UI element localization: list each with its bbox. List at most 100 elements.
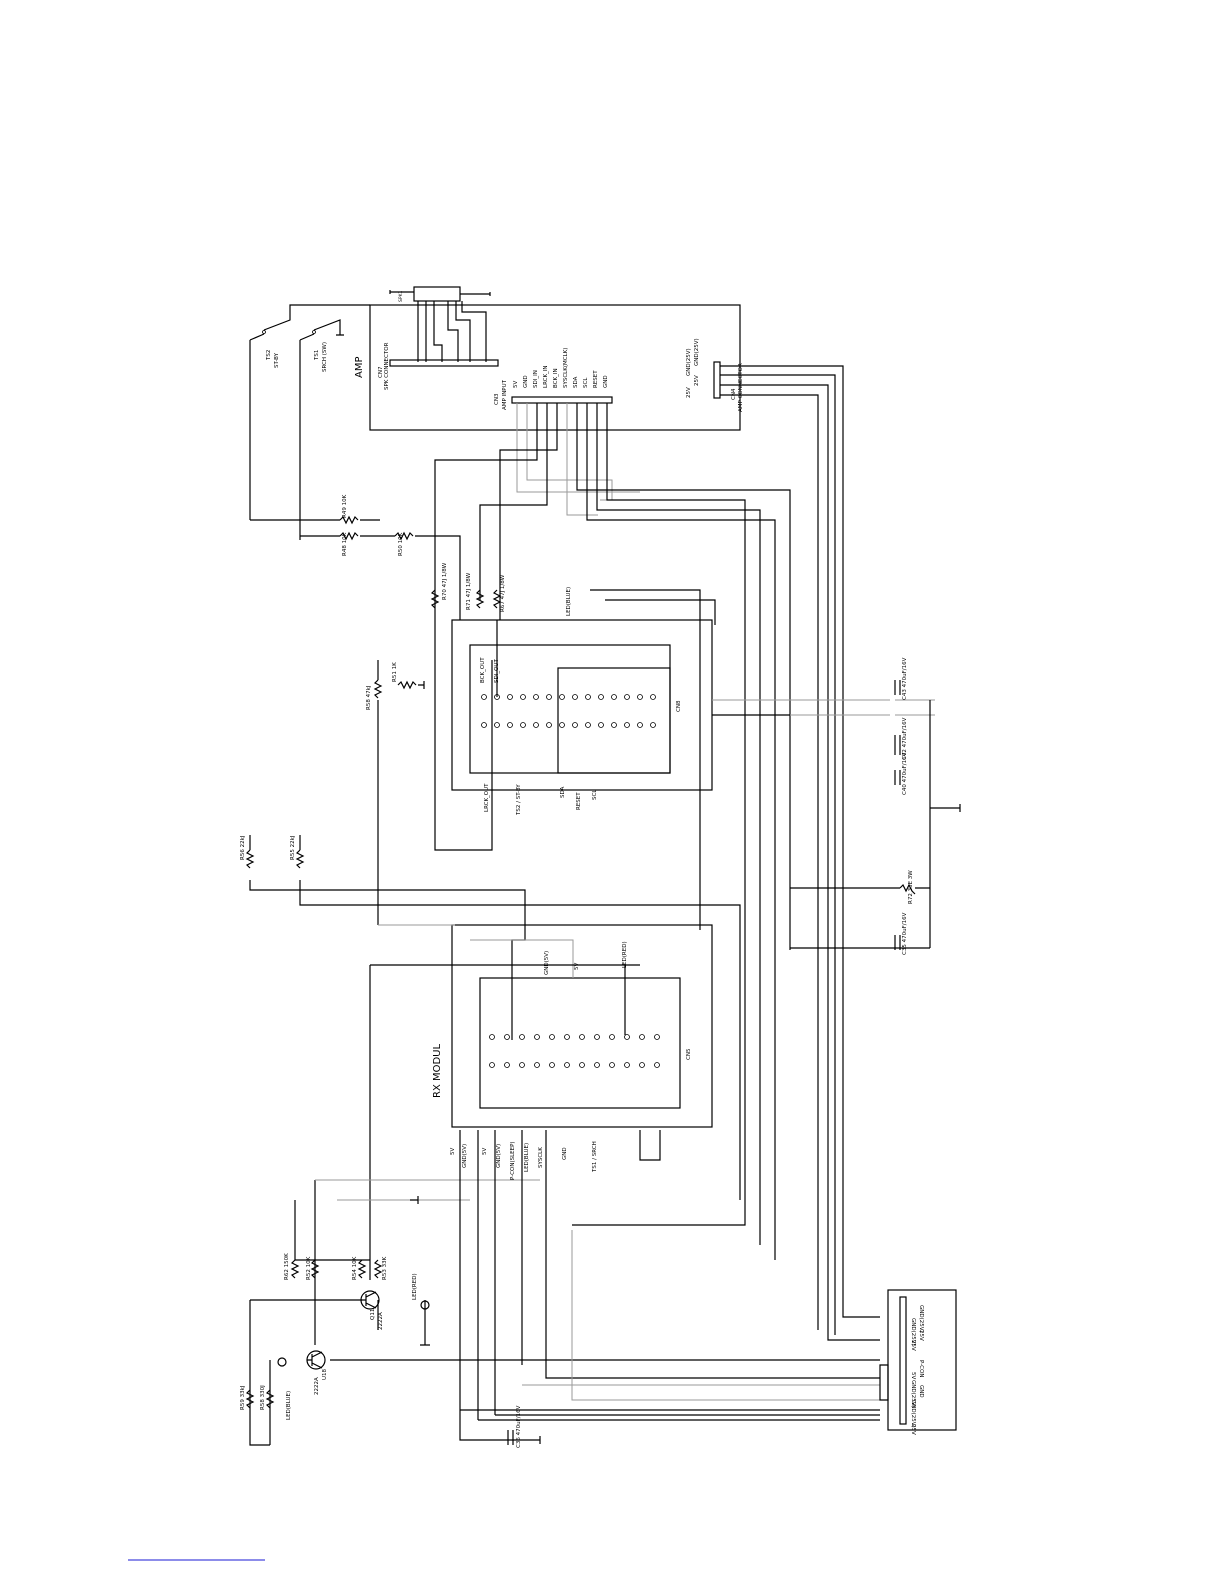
cn3-pin-9: RESET (593, 370, 599, 388)
amp-input-label: AMP INPUT (502, 379, 508, 410)
rx-module-label: RX MODUL (432, 1044, 443, 1098)
ts2-label: ST-BY (274, 352, 280, 368)
rx-label-led-blue: LED(BLUE) (524, 1143, 530, 1172)
c36-label: C36 470uF/16V (516, 1405, 522, 1448)
wiring (249, 365, 961, 1446)
cn8-sub (557, 667, 671, 774)
cn8-outer (451, 619, 713, 791)
bc-pin-1: 25V (910, 1424, 916, 1435)
rx-outer (451, 924, 713, 1128)
cn3-label: CN3 (494, 393, 500, 405)
cn8-board: CN8 BCK_OUT SDI_OUT LRCK_OUT TS2 / ST-BY… (451, 587, 713, 816)
rx-module: RX MODUL CN5 GND(5V) 5V LED(RED) 5V GND(… (432, 924, 713, 1180)
rx-bottom-labels: 5V GND(5V) 5V GND(5V) P-CON(SLEEP) LED(B… (450, 1141, 598, 1180)
cn3-pin-labels: 5V GND SDI_IN LRCK_IN BCK_IN SYSCLK(MCLK… (513, 348, 609, 388)
cn7-connector (389, 359, 499, 367)
rx-label-sysclk: SYSCLK (538, 1147, 544, 1168)
led-red-icon (420, 1300, 430, 1310)
amp-block: AMP CN7 SPK CONNECTOR SPK1 CN3 AMP INPUT… (354, 286, 744, 431)
rx-pins (489, 1034, 660, 1068)
c42-label: C42 470uF/16V (902, 717, 908, 760)
spk-connector-label: SPK CONNECTOR (384, 342, 390, 390)
r62 (290, 1259, 300, 1279)
cn4-label: CN4 (731, 388, 737, 400)
switches: TS2 ST-BY TS1 SRCH (SW) (249, 304, 370, 540)
led-red-label: LED(RED) (622, 941, 628, 968)
bc-pin-9: 25V (918, 1330, 924, 1341)
bc-pin-8: 25V (910, 1340, 916, 1351)
amp-outline (369, 304, 741, 431)
v5-label: 5V (574, 963, 580, 970)
cn3-pin-10: GND (603, 375, 609, 388)
q2-ref: U18 (322, 1368, 328, 1380)
cn3-pin-7: SDA (573, 376, 579, 388)
rx-label-gnd5v: GND(5V) (462, 1144, 468, 1168)
r58-label: R58 47kJ (366, 685, 372, 710)
r58 (373, 679, 383, 699)
cn4-pin-1: 25V (686, 387, 692, 398)
cn4-connector (713, 361, 721, 399)
bc-pin-2: GND(25V) (910, 1400, 916, 1428)
rx-label-5v-2: 5V (482, 1148, 488, 1155)
cn3-pin-1: 5V (513, 381, 519, 388)
resistor-labels: R49 10K R48 10K R50 10K R70 47J 1/8W R71… (240, 494, 914, 1410)
rx-label-pcon: P-CON(SLEEP) (510, 1141, 516, 1180)
led-red-component-label: LED(RED) (412, 1273, 418, 1300)
r71-label: R71 47J 1/8W (466, 572, 472, 610)
rx-label-5v: 5V (450, 1148, 456, 1155)
led-blue-icon (277, 1357, 287, 1367)
r67 (492, 589, 502, 609)
r67-label: R67 47J 1/8W (500, 574, 506, 612)
lrck-out-label: LRCK_OUT (484, 783, 490, 812)
cn4-pin-2: 25V (694, 375, 700, 386)
ts2-stby-label: TS2 / ST-BY (516, 784, 522, 816)
r58b (265, 1389, 275, 1409)
cn7-label: CN7 (378, 366, 384, 378)
r51-label: R51 1K (392, 662, 398, 682)
cn4-pin-4: GND(25V) (694, 338, 700, 366)
bc-pin-11: GND(25V) (918, 1305, 924, 1333)
r56 (245, 849, 255, 869)
c35-label: C35 470uF/16V (902, 912, 908, 955)
sda-label: SDA (560, 786, 566, 798)
cn3-pin-4: LRCK_IN (543, 365, 549, 388)
amp-label: AMP (354, 357, 365, 379)
c40-label: C40 470uF/16V (902, 752, 908, 795)
q2-label: 2222A (314, 1377, 320, 1395)
r54-label: R54 10K (352, 1256, 358, 1280)
q1-ref: Q11 (370, 1309, 376, 1320)
r49 (339, 515, 359, 525)
r51 (397, 680, 425, 690)
bck-out-label: BCK_OUT (480, 657, 486, 683)
cn3-pin-8: SCL (583, 377, 589, 388)
r52-label: R52 10K (306, 1256, 312, 1280)
r53 (373, 1259, 383, 1279)
r70-label: R70 47J 1/8W (442, 562, 448, 600)
r72 (899, 883, 916, 895)
r48-label: R48 10K (342, 532, 348, 556)
q1-label: 2222A (378, 1312, 384, 1330)
r52 (310, 1259, 320, 1279)
led-blue-component-label: LED(BLUE) (286, 1391, 292, 1420)
r54 (357, 1259, 367, 1279)
ts2-ref: TS2 (266, 350, 272, 361)
rx-inner (479, 977, 681, 1109)
cn3-pin-2: GND (523, 375, 529, 388)
cn8-label: CN8 (676, 700, 682, 712)
ts1-ref: TS1 (314, 350, 320, 361)
r49-label: R49 10K (342, 494, 348, 518)
cn5-label: CN5 (686, 1048, 692, 1060)
scl-label: SCL (592, 789, 598, 800)
rx-label-ts1: TS1 / SRCH (592, 1141, 598, 1173)
r58b-label: R58 330J (260, 1385, 266, 1410)
bc-pin-3: GND(25V) (910, 1380, 916, 1408)
spk1-speaker (413, 286, 461, 302)
transistors-leds: 2222A Q11 2222A U18 LED(RED) LED(BLUE) (277, 1273, 430, 1420)
capacitor-labels: C43 470uF/16V C42 470uF/16V C40 470uF/16… (507, 657, 908, 1448)
r59 (245, 1389, 255, 1409)
cn8-pins (481, 694, 656, 728)
cn3-pin-6: SYSCLK(MCLK) (563, 348, 569, 388)
r70 (430, 589, 440, 609)
r48 (339, 531, 359, 541)
